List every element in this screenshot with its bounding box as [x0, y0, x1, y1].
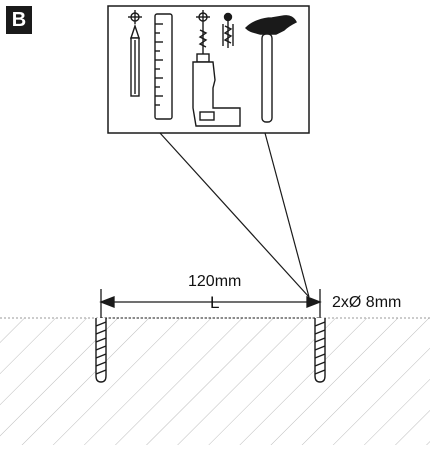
pencil-icon [128, 10, 142, 97]
span-symbol-label: L [210, 293, 220, 312]
wall-plug-icon [222, 12, 234, 48]
callout-pointer-line [159, 132, 310, 298]
step-badge: B [6, 6, 32, 34]
hammer-icon [245, 15, 297, 123]
distance-label: 120mm [188, 273, 242, 290]
drill-hole-right [314, 318, 326, 383]
drill-icon [192, 10, 241, 127]
dimension-line [99, 289, 322, 318]
wall-hatching [0, 318, 430, 445]
drill-hole-left [95, 318, 107, 383]
callout-pointer-line [264, 132, 310, 298]
ruler-icon [154, 13, 173, 120]
hole-spec-label: 2xØ 8mm [332, 294, 402, 311]
